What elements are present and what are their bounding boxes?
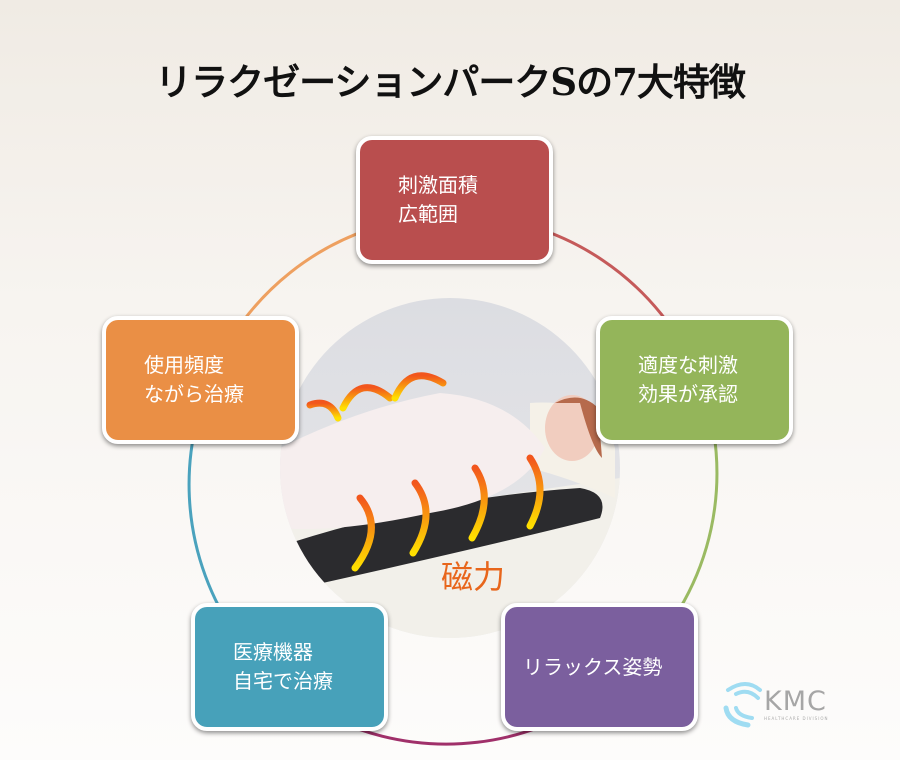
feature-box-approved-effect: 適度な刺激効果が承認	[596, 316, 793, 444]
product-photo	[280, 298, 620, 638]
kmc-logo-icon	[723, 682, 762, 728]
feature-box-stimulation-area: 刺激面積広範囲	[356, 136, 553, 264]
feature-text: 効果が承認	[638, 382, 738, 406]
logo-subtext: HEALTHCARE DIVISION	[764, 716, 829, 721]
magnetic-force-label: 磁力	[441, 558, 506, 596]
page-title: リラクゼーションパークSの7大特徴	[155, 60, 746, 104]
feature-box-medical-device: 医療機器自宅で治療	[191, 603, 388, 731]
feature-text: ながら治療	[144, 382, 244, 406]
feature-text: 医療機器	[233, 640, 313, 664]
feature-text: 刺激面積	[398, 173, 478, 197]
feature-text: 適度な刺激	[638, 353, 738, 377]
feature-text: 広範囲	[398, 202, 458, 226]
magnetic-arrows	[306, 372, 544, 572]
feature-text: 使用頻度	[144, 353, 224, 377]
feature-text: リラックス姿勢	[523, 654, 663, 679]
feature-box-usage-frequency: 使用頻度ながら治療	[102, 316, 299, 444]
feature-box-relax-posture: リラックス姿勢	[501, 603, 698, 731]
logo-text: KMC	[764, 686, 827, 717]
feature-text: 自宅で治療	[233, 669, 333, 693]
